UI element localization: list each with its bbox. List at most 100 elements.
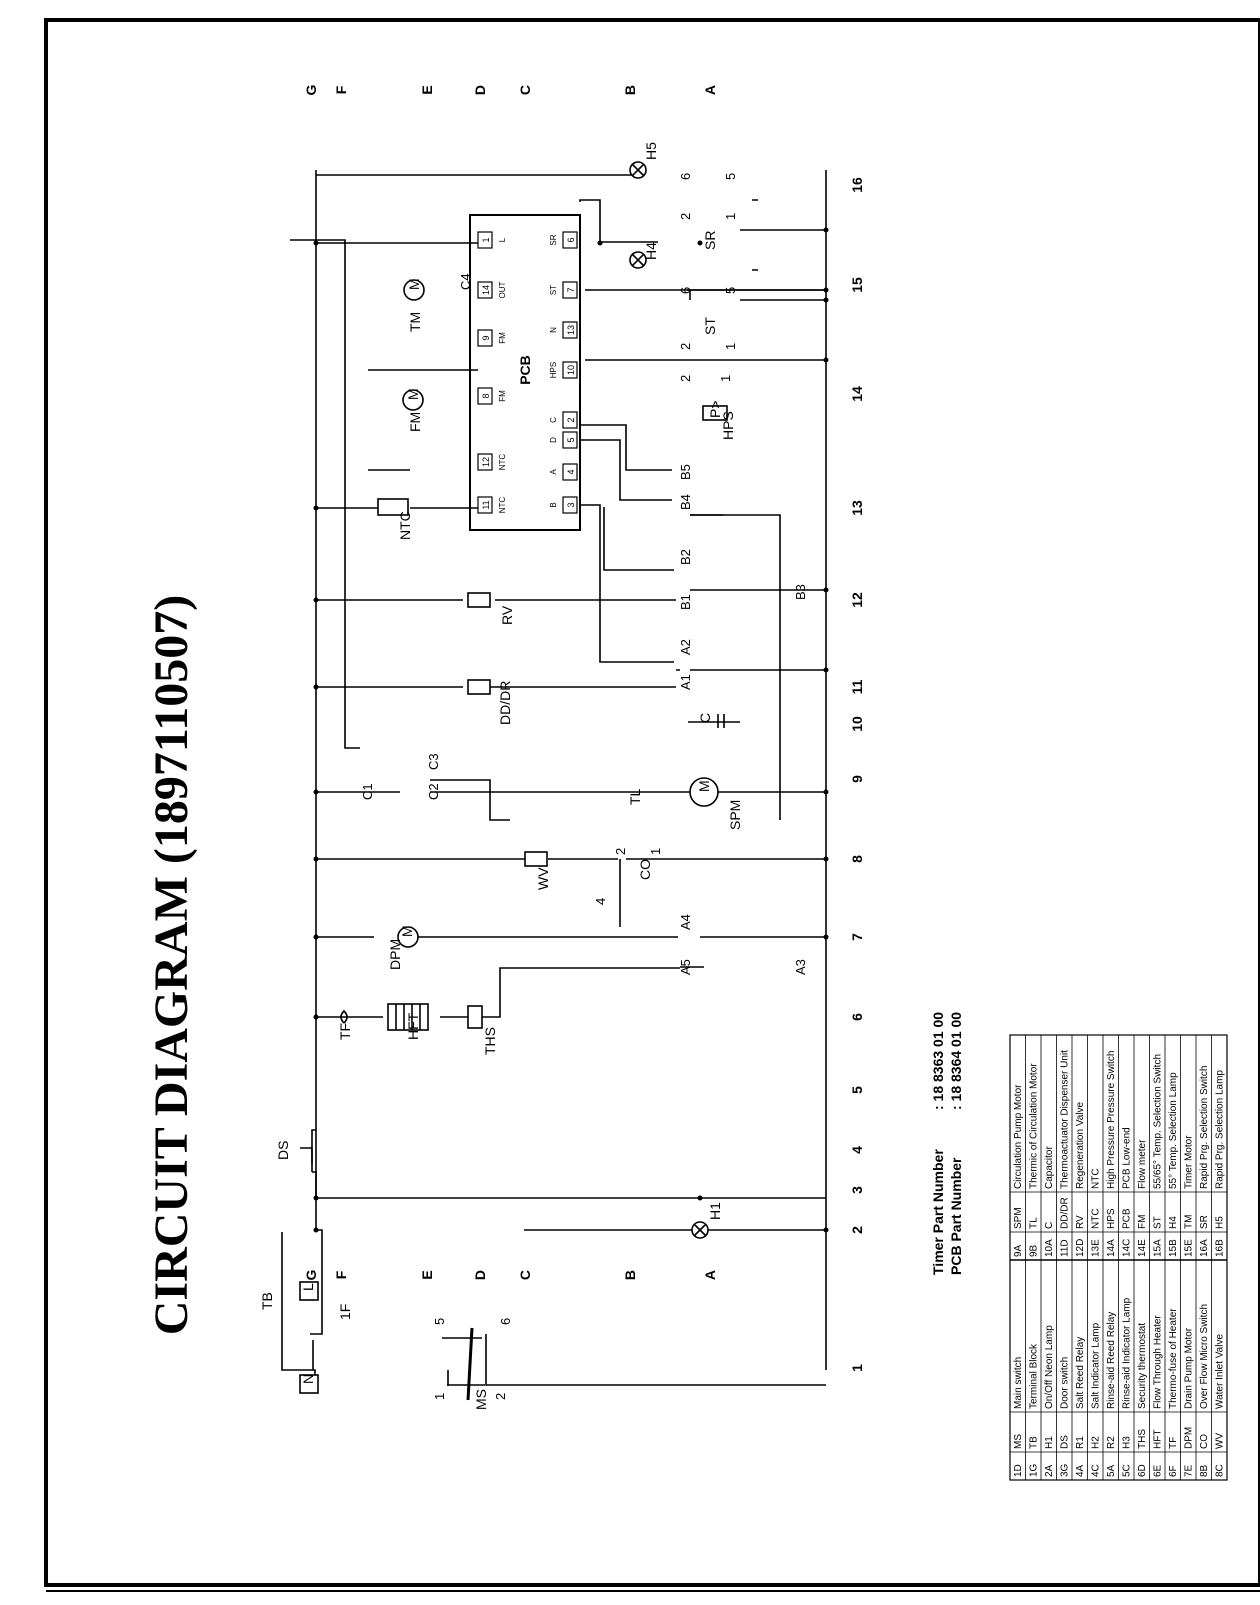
legend-right-13-0: 16B: [1215, 1239, 1226, 1257]
tb-l-terminal: [299, 1281, 319, 1301]
pcb-terminal-number-12: 12: [481, 457, 491, 467]
spm-motor-icon: [689, 777, 719, 807]
legend-left-11-0: 7E: [1184, 1464, 1195, 1477]
pcb-terminal-9: [477, 329, 493, 347]
junction-dot-22: [697, 240, 703, 246]
legend-left-4-0: 4A: [1075, 1464, 1086, 1477]
ths-thermostat-icon: [467, 1005, 483, 1029]
component-label-n: N: [300, 1374, 316, 1384]
ms-switch-icon: [466, 1327, 474, 1401]
legend-right-10-0: 15B: [1168, 1239, 1179, 1257]
column-index-13: 13: [849, 500, 865, 516]
component-label-dddr: DD/DR: [497, 681, 513, 725]
contact-label-co2: 2: [613, 848, 628, 855]
contact-label-ms5: 5: [432, 1318, 447, 1325]
column-index-5: 5: [849, 1086, 865, 1094]
component-label-sr: SR: [702, 231, 718, 250]
legend-left-6-0: 5A: [1106, 1464, 1117, 1477]
pcb-terminal-number-9: 9: [481, 335, 491, 340]
legend-left-9-1: HFT: [1153, 1430, 1164, 1449]
column-index-10: 10: [849, 716, 865, 732]
component-label-m: M: [399, 925, 415, 937]
component-label-ths: THS: [482, 1027, 498, 1055]
contact-label-hps1: 1: [718, 375, 733, 382]
legend-left-11-1: DPM: [1184, 1427, 1195, 1449]
pcb-terminal-name-11: NTC: [498, 497, 507, 514]
column-index-6: 6: [849, 1013, 865, 1021]
component-label-co: CO: [637, 859, 653, 880]
junction-dot-18: [823, 297, 829, 303]
column-index-1: 1: [849, 1364, 865, 1372]
row-index-right-C: C: [517, 85, 533, 95]
column-index-16: 16: [849, 177, 865, 193]
legend-left-0-0: 1D: [1013, 1464, 1024, 1477]
component-label-m: M: [696, 780, 712, 792]
legend-left-7-0: 5C: [1122, 1464, 1133, 1477]
legend-right-12-0: 16A: [1199, 1239, 1210, 1257]
pcb-terminal-name-12: NTC: [498, 454, 507, 471]
legend-left-2-1: H1: [1044, 1436, 1055, 1449]
legend-left-1-2: Terminal Block: [1029, 1343, 1040, 1409]
row-index-left-A: A: [702, 1270, 718, 1280]
legend-left-13-0: 8C: [1215, 1464, 1226, 1477]
legend-right-5-0: 13E: [1091, 1239, 1102, 1257]
legend-right-1-0: 9B: [1029, 1244, 1040, 1257]
pcb-terminal-name-3: B: [549, 502, 558, 507]
column-index-12: 12: [849, 592, 865, 608]
legend-right-5-2: NTC: [1091, 1168, 1102, 1189]
junction-dot-3: [313, 934, 319, 940]
tf-fuse-icon: [340, 1009, 348, 1024]
contact-label-a5: A5: [678, 959, 693, 975]
legend-right-3-1: DD/DR: [1060, 1197, 1071, 1229]
component-label-hft: HFT: [405, 1012, 421, 1040]
column-index-11: 11: [849, 679, 865, 694]
timer-part-value: : 18 8363 01 00: [930, 1012, 946, 1110]
component-label-m: M: [405, 388, 421, 400]
legend-right-8-1: FM: [1137, 1215, 1148, 1229]
component-label-h1: H1: [707, 1202, 723, 1220]
junction-dot-8: [313, 505, 319, 511]
legend-right-12-1: SR: [1199, 1215, 1210, 1229]
pcb-terminal-name-8: FM: [498, 390, 507, 402]
pcb-terminal-name-14: OUT: [498, 281, 507, 298]
contact-label-co1: 1: [648, 848, 663, 855]
column-index-7: 7: [849, 933, 865, 941]
pcb-terminal-12: [477, 453, 493, 471]
legend-right-9-1: ST: [1153, 1216, 1164, 1229]
pcb-terminal-7: [562, 281, 578, 299]
junction-dot-20: [697, 1195, 703, 1201]
legend-left-2-2: On/Off Neon Lamp: [1044, 1325, 1055, 1409]
legend-right-6-1: HPS: [1106, 1208, 1117, 1229]
column-index-9: 9: [849, 775, 865, 783]
legend-left-10-2: Thermo-fuse of Heater: [1168, 1308, 1179, 1409]
legend-right-7-2: PCB Low-end: [1122, 1127, 1133, 1189]
legend-left-1-0: 1G: [1029, 1463, 1040, 1477]
component-label-tm: TM: [407, 312, 423, 332]
legend-left-8-2: Security thermostat: [1137, 1323, 1148, 1409]
legend-right-0-2: Circulation Pump Motor: [1013, 1084, 1024, 1189]
pcb-terminal-number-6: 6: [566, 237, 576, 242]
component-label-c1f: 1F: [337, 1304, 353, 1320]
legend-right-4-0: 12D: [1075, 1239, 1086, 1257]
row-index-left-B: B: [622, 1270, 638, 1280]
legend-right-1-1: TL: [1029, 1217, 1040, 1229]
legend-left-13-1: WV: [1215, 1433, 1226, 1449]
row-index-right-F: F: [333, 85, 349, 94]
pcb-terminal-name-4: A: [549, 469, 558, 475]
pcb-terminal-6: [562, 231, 578, 249]
contact-label-a2: A2: [678, 639, 693, 655]
contact-label-st2: 2: [678, 343, 693, 350]
legend-right-11-2: Timer Motor: [1184, 1135, 1195, 1189]
pcb-terminal-14: [477, 281, 493, 299]
legend-right-9-2: 55/65° Temp. Selection Switch: [1153, 1054, 1164, 1189]
legend-right-10-1: H4: [1168, 1216, 1179, 1229]
contact-label-b2: B2: [678, 549, 693, 565]
junction-dot-10: [823, 1227, 829, 1233]
component-label-l: L: [300, 1283, 316, 1291]
legend-right-11-0: 15E: [1184, 1239, 1195, 1257]
component-label-m: M: [406, 278, 422, 290]
component-label-fm: FM: [407, 412, 423, 432]
legend-right-13-2: Rapid Prg. Selection Lamp: [1215, 1070, 1226, 1189]
